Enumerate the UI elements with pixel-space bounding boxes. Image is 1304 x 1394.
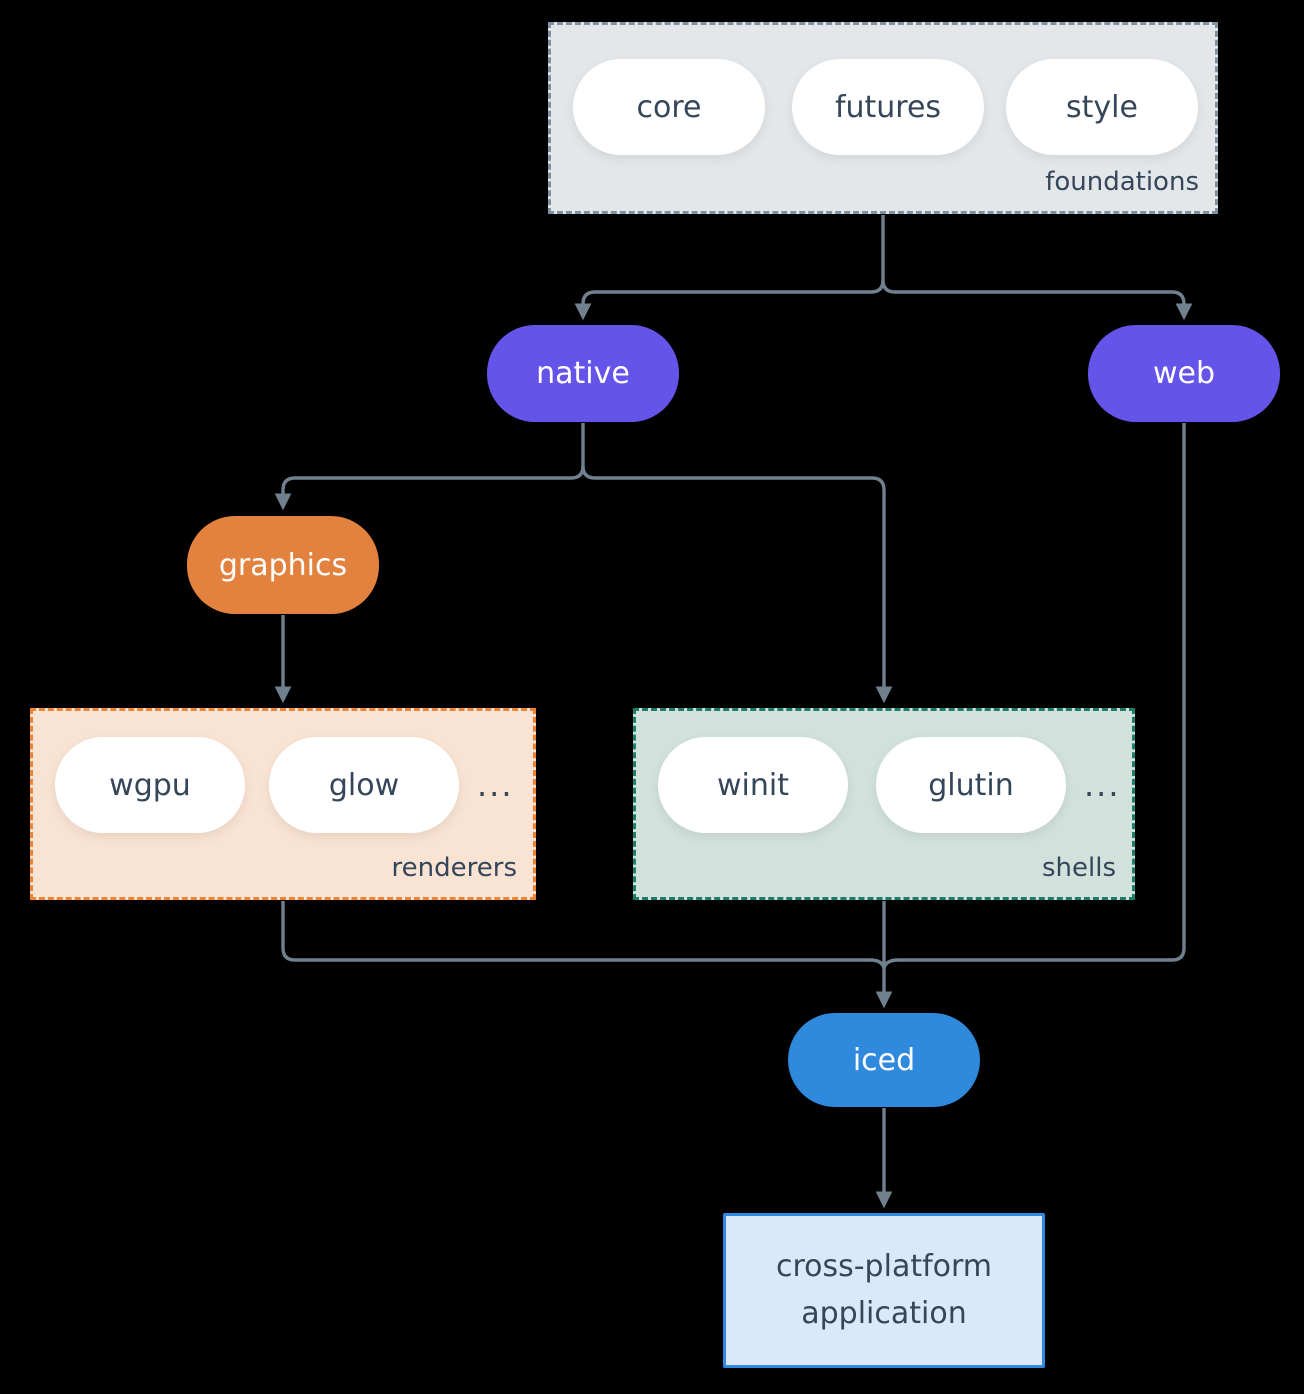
edge-web-merge — [882, 423, 1186, 969]
node-glow-label: glow — [328, 767, 400, 803]
node-web-label: web — [1152, 356, 1216, 391]
node-graphics-label: graphics — [218, 547, 348, 583]
node-futures: futures — [792, 59, 984, 155]
edge-foundations-web — [881, 279, 1193, 321]
node-native: native — [487, 325, 679, 422]
foundations-group: core futures style foundations — [548, 22, 1218, 214]
foundations-group-label: foundations — [1045, 167, 1199, 197]
application-label: cross-platform application — [775, 1249, 993, 1331]
edge-native-graphics — [274, 423, 585, 511]
shells-group: winit glutin ... shells — [633, 708, 1135, 900]
node-winit: winit — [658, 737, 848, 833]
node-web: web — [1088, 325, 1280, 422]
node-glutin: glutin — [876, 737, 1066, 833]
node-iced-label: iced — [852, 1042, 916, 1078]
node-glow: glow — [269, 737, 459, 833]
node-style-label: style — [1066, 89, 1138, 125]
node-glutin-label: glutin — [928, 767, 1014, 803]
renderers-ellipsis: ... — [477, 766, 514, 804]
node-native-label: native — [536, 356, 630, 391]
node-futures-label: futures — [834, 89, 942, 125]
edge-foundations-native — [574, 215, 885, 321]
node-wgpu: wgpu — [55, 737, 245, 833]
renderers-group-label: renderers — [391, 853, 517, 883]
shells-group-label: shells — [1041, 853, 1116, 883]
node-winit-label: winit — [717, 767, 789, 803]
node-iced: iced — [788, 1013, 980, 1107]
node-core: core — [573, 59, 765, 155]
node-graphics: graphics — [187, 516, 379, 614]
node-wgpu-label: wgpu — [109, 767, 191, 803]
edge-native-shells — [581, 465, 893, 704]
node-core-label: core — [636, 89, 702, 125]
node-style: style — [1006, 59, 1198, 155]
shells-ellipsis: ... — [1084, 766, 1121, 804]
edge-renderers-merge — [281, 901, 886, 969]
renderers-group: wgpu glow ... renderers — [30, 708, 536, 900]
application-box: cross-platform application — [723, 1213, 1045, 1368]
